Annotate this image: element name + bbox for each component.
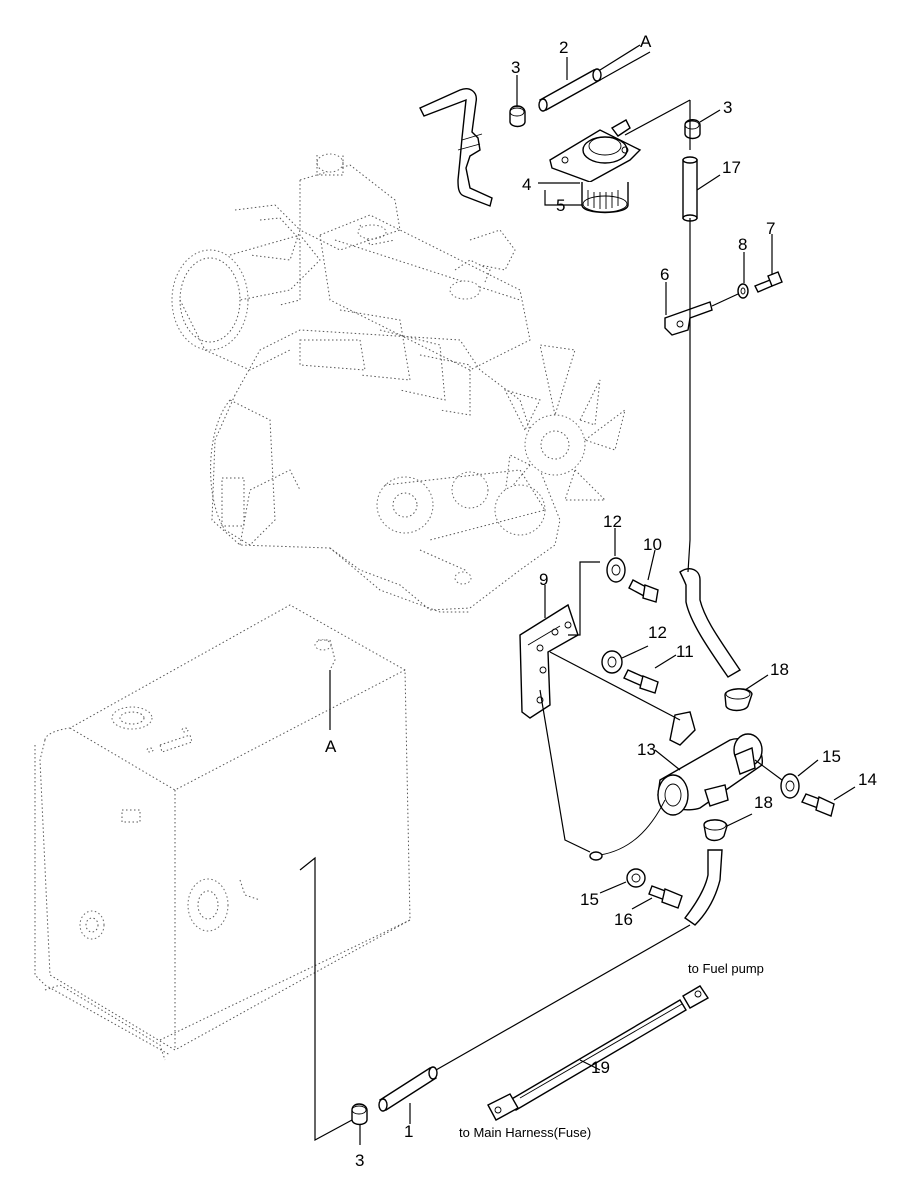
callout-7: 7 [766,219,775,238]
electric-fuel-pump-13 [589,711,763,861]
callout-17: 17 [722,158,741,177]
fuel-hose-1 [378,1066,438,1112]
note-to-fuel-pump: to Fuel pump [688,961,764,976]
bolt-11 [623,669,659,694]
callout-ref-a-tank: A [325,737,337,756]
callout-15-bottom: 15 [580,890,599,909]
callout-ref-a-top: A [640,32,652,51]
note-to-main-harness: to Main Harness(Fuse) [459,1125,591,1140]
callout-10: 10 [643,535,662,554]
fuel-filter-4 [549,119,642,183]
hose-clamp-3-right [684,119,701,140]
callout-8: 8 [738,235,747,254]
washer-15-right [780,773,800,799]
hose-clamp-18-bottom [703,819,728,842]
washer-15-bottom [626,868,646,888]
callout-16: 16 [614,910,633,929]
mounting-bracket-9 [519,603,579,719]
hose-clamp-3-bottom [351,1103,368,1126]
engine-phantom-outline [171,153,626,613]
callout-9: 9 [539,570,548,589]
washer-12-top [606,557,626,583]
callout-12-top: 12 [603,512,622,531]
bolt-16 [648,885,683,909]
wire-harness-19 [487,985,710,1121]
engine-fan-phantom [504,344,626,501]
bent-fuel-pipe [419,88,493,207]
callout-12-mid: 12 [648,623,667,642]
washer-12-mid [601,650,623,674]
callout-18-top: 18 [770,660,789,679]
washer-8 [737,283,749,299]
hose-clamp-18-top [724,688,753,712]
bolt-10 [628,579,659,603]
fuel-return-hose-upper [679,568,741,678]
wiring-notes: to Fuel pump to Main Harness(Fuse) [459,961,764,1140]
bolt-7 [754,271,783,293]
callout-15-right: 15 [822,747,841,766]
callout-2: 2 [559,38,568,57]
callout-3-top: 3 [511,58,520,77]
fuel-hose-17 [682,156,698,222]
callout-1: 1 [404,1122,413,1141]
callout-3-bottom: 3 [355,1151,364,1170]
clamp-bracket-6 [664,301,713,336]
callout-3-right: 3 [723,98,732,117]
callout-labels: 2 A 3 3 17 4 5 7 8 6 12 10 9 12 11 18 A … [325,32,877,1170]
callout-5: 5 [556,196,565,215]
bolt-14 [801,793,835,817]
callout-11: 11 [676,642,694,661]
callout-14: 14 [858,770,877,789]
fuel-hose-2 [538,68,602,112]
callout-13: 13 [637,740,656,759]
callout-18-bottom: 18 [754,793,773,812]
fuel-tank-phantom-outline [34,604,411,1061]
leader-lines [299,44,856,1145]
fuel-return-hose-lower [683,849,723,926]
filter-element-5 [581,182,629,214]
hose-clamp-3-top [509,105,526,128]
callout-6: 6 [660,265,669,284]
callout-19: 19 [591,1058,610,1077]
callout-4: 4 [522,175,531,194]
